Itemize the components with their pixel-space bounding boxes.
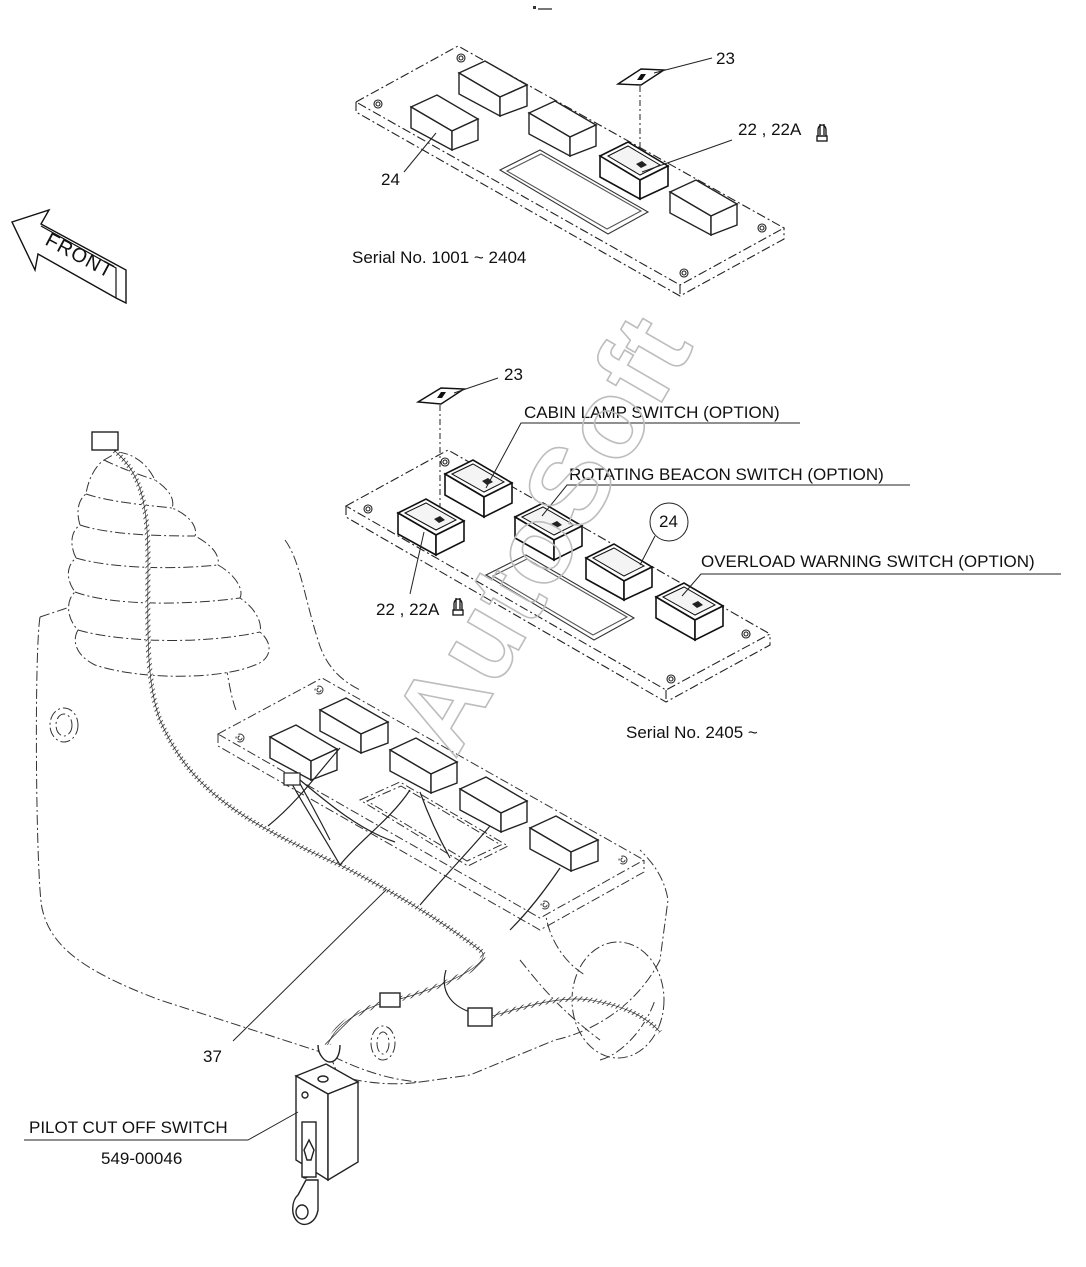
wiring-harness <box>91 431 662 1052</box>
top-ref-22-22a: 22 , 22A <box>738 120 802 139</box>
serial-range-new: Serial No. 2405 ~ <box>626 723 758 742</box>
bottom-ref-24: 24 <box>659 512 678 531</box>
bulb-icon <box>816 124 828 142</box>
top-switch-blank-4 <box>668 179 739 237</box>
lower-switch-4 <box>458 776 529 834</box>
bottom-lamp-symbol-plate <box>415 387 467 508</box>
lower-switch-1 <box>268 724 339 782</box>
label-rotating-beacon-switch: ROTATING BEACON SWITCH (OPTION) <box>569 465 884 484</box>
top-lamp-symbol-plate <box>615 68 667 150</box>
lower-switch-blanks <box>268 697 600 873</box>
lower-mounted-panel <box>216 677 646 931</box>
bottom-switch-panel <box>344 449 772 703</box>
front-arrow: FRONT <box>11 208 127 305</box>
top-ref-24: 24 <box>381 170 400 189</box>
bottom-switch-lamp-22 <box>396 498 466 557</box>
pilot-switch-part-number: 549-00046 <box>101 1149 182 1168</box>
top-marks <box>533 6 552 10</box>
bottom-switch-cabin-lamp <box>443 459 514 519</box>
bottom-switch-overload-warning <box>654 582 725 642</box>
bottom-switch-24 <box>584 543 654 602</box>
bottom-switch-rotating-beacon <box>513 502 584 562</box>
top-ref-23: 23 <box>716 49 735 68</box>
serial-range-old: Serial No. 1001 ~ 2404 <box>352 248 526 267</box>
top-switch-22 <box>598 141 670 201</box>
bottom-leaders <box>24 377 1061 1141</box>
top-switch-blanks <box>409 60 739 237</box>
top-switch-blank-1 <box>409 94 480 152</box>
lower-switch-3 <box>388 737 459 795</box>
label-pilot-cut-off-switch: PILOT CUT OFF SWITCH <box>29 1118 228 1137</box>
top-leaders <box>403 57 733 173</box>
bulb-icon-lower <box>452 598 464 616</box>
pilot-cut-off-switch <box>292 1044 360 1226</box>
bottom-ref-22-22a: 22 , 22A <box>376 600 440 619</box>
bottom-ref-23: 23 <box>504 365 523 384</box>
joystick-boot <box>67 451 270 677</box>
top-switch-blank-2 <box>457 60 529 118</box>
ref-37: 37 <box>203 1047 222 1066</box>
top-switch-panel <box>354 45 786 297</box>
label-cabin-lamp-switch: CABIN LAMP SWITCH (OPTION) <box>524 403 780 422</box>
top-switch-blank-3 <box>527 100 598 158</box>
lower-switch-5 <box>528 815 600 873</box>
lower-switch-2 <box>318 697 390 755</box>
label-overload-warning-switch: OVERLOAD WARNING SWITCH (OPTION) <box>701 552 1035 571</box>
